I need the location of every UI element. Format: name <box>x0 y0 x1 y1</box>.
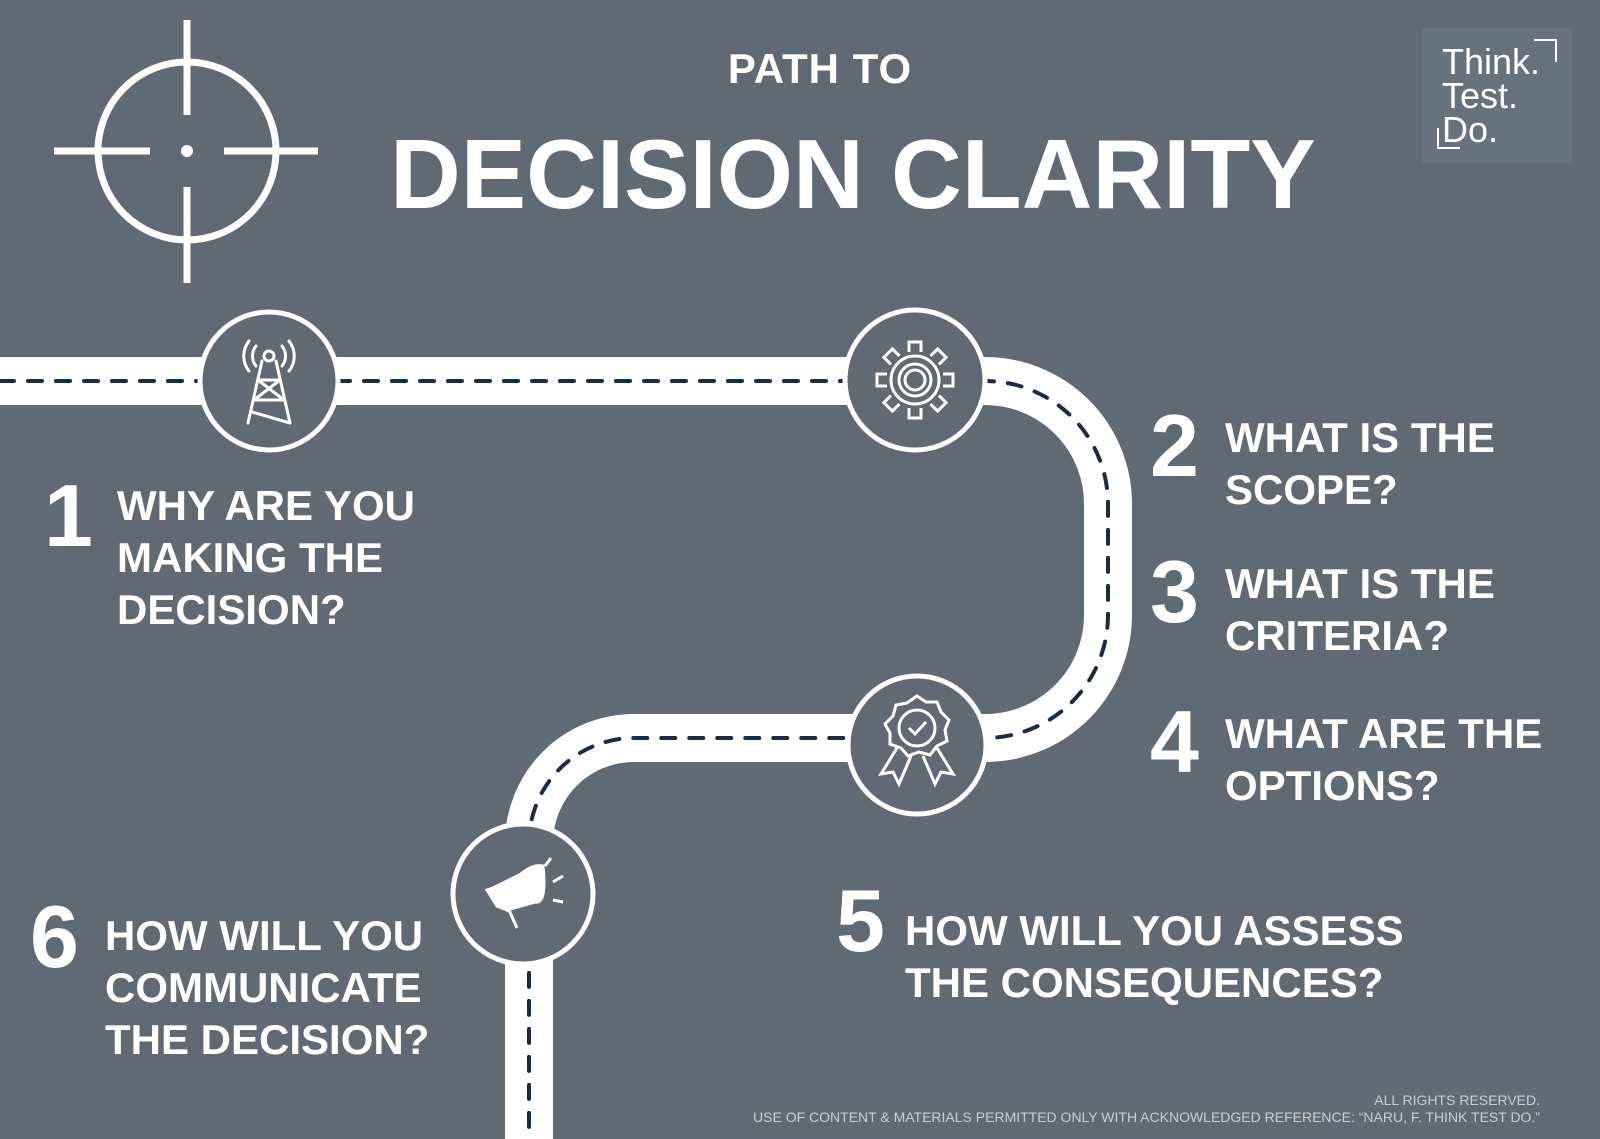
question-line: WHAT IS THE <box>1225 560 1495 607</box>
step-question-6: HOW WILL YOU COMMUNICATE THE DECISION? <box>105 910 429 1066</box>
question-line: WHAT IS THE <box>1225 414 1495 461</box>
question-line: WHY ARE YOU <box>117 482 415 529</box>
step-number-4: 4 <box>1150 692 1199 791</box>
award-badge-icon <box>877 694 957 788</box>
step-number-1: 1 <box>44 466 93 565</box>
stop-circle-2 <box>842 307 988 453</box>
step-question-4: WHAT ARE THE OPTIONS? <box>1225 708 1542 812</box>
question-line: THE DECISION? <box>105 1016 430 1063</box>
logo-line: Test. <box>1442 75 1519 116</box>
step-question-1: WHY ARE YOU MAKING THE DECISION? <box>117 480 415 636</box>
logo-line: Think. <box>1442 41 1541 82</box>
megaphone-icon <box>484 857 564 929</box>
step-question-5: HOW WILL YOU ASSESS THE CONSEQUENCES? <box>905 905 1404 1009</box>
question-line: CRITERIA? <box>1225 612 1449 659</box>
step-number-6: 6 <box>30 887 79 986</box>
step-number-3: 3 <box>1150 542 1199 641</box>
question-line: COMMUNICATE <box>105 964 422 1011</box>
pre-title: PATH TO <box>727 45 913 92</box>
step-number-5: 5 <box>836 871 885 970</box>
step-question-2: WHAT IS THE SCOPE? <box>1225 412 1495 516</box>
question-line: HOW WILL YOU <box>105 912 424 959</box>
logo-corner-marks <box>1437 39 1557 149</box>
page-title: DECISION CLARITY <box>390 119 1316 229</box>
question-line: SCOPE? <box>1225 466 1398 513</box>
question-line: DECISION? <box>117 586 346 633</box>
footer-rights: ALL RIGHTS RESERVED. <box>1374 1092 1540 1108</box>
footer-usage: USE OF CONTENT & MATERIALS PERMITTED ONL… <box>753 1109 1540 1125</box>
question-line: MAKING THE <box>117 534 383 581</box>
question-line: THE CONSEQUENCES? <box>905 959 1384 1006</box>
step-number-2: 2 <box>1150 396 1199 495</box>
logo: Think. Test. Do. <box>1422 28 1572 163</box>
gear-icon <box>875 340 955 420</box>
logo-line: Do. <box>1442 109 1499 150</box>
radio-tower-icon <box>242 339 296 425</box>
question-line: HOW WILL YOU ASSESS <box>905 907 1404 954</box>
question-line: OPTIONS? <box>1225 762 1440 809</box>
road-dashes <box>0 379 1110 1139</box>
question-line: WHAT ARE THE <box>1225 710 1543 757</box>
step-question-3: WHAT IS THE CRITERIA? <box>1225 558 1495 662</box>
target-icon <box>54 20 318 283</box>
